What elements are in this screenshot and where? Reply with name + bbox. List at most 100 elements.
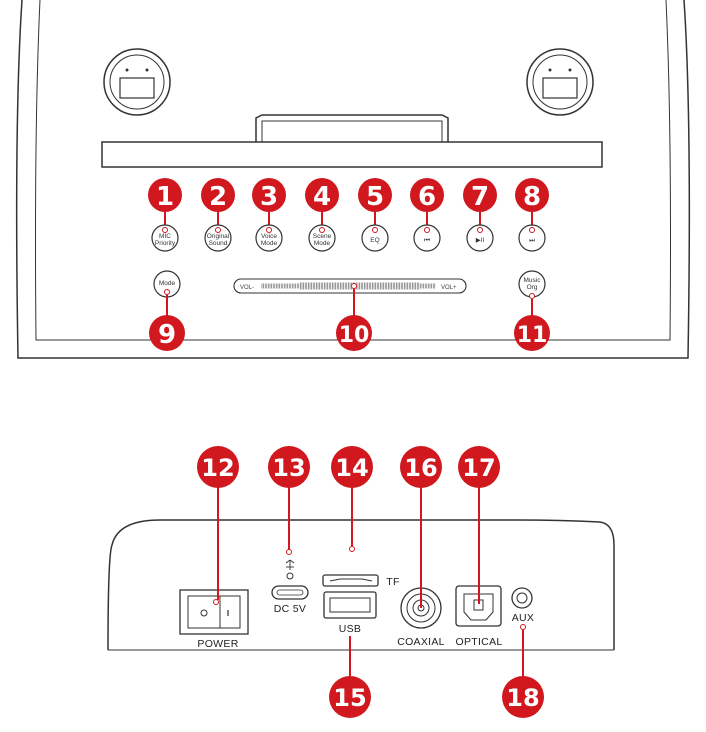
function-button-8[interactable]: 8⏭: [515, 178, 549, 252]
button-7-label-1: ▶II: [476, 237, 485, 244]
badge-1: [148, 178, 182, 212]
badge-8: [515, 178, 549, 212]
badge-13-number: 13: [272, 454, 305, 482]
badge-14: 14: [331, 446, 373, 552]
button-1-body[interactable]: [151, 224, 179, 252]
button-1-label-2: Priority: [155, 240, 176, 247]
button-8-indicator: [529, 227, 535, 233]
button-2-indicator: [215, 227, 221, 233]
badge-12-number: 12: [201, 454, 234, 482]
badge-6-number: 6: [418, 182, 436, 212]
button-2-label-2: Sound: [209, 240, 228, 247]
button-8-label-1: ⏭: [529, 237, 535, 244]
button-6-label-1: ⏮: [424, 237, 430, 244]
badge-8-number: 8: [523, 182, 541, 212]
button-5-body[interactable]: [361, 224, 389, 252]
badge-12: 12: [197, 446, 239, 605]
button-3-label-1: Voice: [261, 233, 277, 240]
badge-11: 11: [514, 299, 550, 351]
right-knob: [526, 48, 594, 116]
badge-16: 16: [400, 446, 442, 608]
button-7-body[interactable]: [466, 224, 494, 252]
function-button-5[interactable]: 5EQ: [358, 178, 392, 252]
badge-3-number: 3: [260, 182, 278, 212]
badge-7: [463, 178, 497, 212]
badge-2: [201, 178, 235, 212]
badge-18: 18: [502, 624, 544, 718]
button-4-body[interactable]: [308, 224, 336, 252]
button-1-indicator: [162, 227, 168, 233]
music-org-button[interactable]: Music Org: [518, 270, 546, 299]
button-3-body[interactable]: [255, 224, 283, 252]
badge-6: [410, 178, 444, 212]
volume-ticks: [261, 282, 436, 290]
music-button-line1: Music: [524, 277, 542, 284]
button-1-label-1: MIC: [159, 233, 171, 240]
button-5-indicator: [372, 227, 378, 233]
optical-label: OPTICAL: [455, 636, 502, 648]
button-5-label-1: EQ: [370, 237, 379, 244]
button-2-body[interactable]: [204, 224, 232, 252]
badge-14-number: 14: [335, 454, 368, 482]
tf-label: TF: [386, 576, 399, 588]
button-6-body[interactable]: [413, 224, 441, 252]
vol-minus-label: VOL-: [240, 285, 254, 291]
aux-label: AUX: [512, 612, 535, 624]
back-panel-outline: [107, 519, 615, 651]
badge-4-number: 4: [313, 182, 331, 212]
tf-slot[interactable]: [322, 574, 379, 587]
badge-9-number: 9: [158, 320, 176, 350]
volume-indicator: [351, 283, 357, 289]
usb-port[interactable]: [323, 591, 377, 619]
aux-port[interactable]: [511, 587, 533, 609]
badge-2-number: 2: [209, 182, 227, 212]
function-buttons: 1MICPriority2OriginalSound3VoiceMode4Sce…: [148, 178, 549, 252]
badge-10: 10: [336, 289, 372, 351]
button-4-label-2: Mode: [314, 240, 331, 247]
button-4-indicator: [319, 227, 325, 233]
badge-7-number: 7: [471, 182, 489, 212]
dc-label: DC 5V: [274, 603, 306, 615]
power-switch[interactable]: [179, 589, 249, 635]
power-label: POWER: [197, 638, 238, 650]
coaxial-label: COAXIAL: [397, 636, 445, 648]
top-panel-outline: [15, 0, 691, 359]
mode-button[interactable]: Mode: [153, 270, 181, 298]
badge-9: 9: [149, 295, 185, 351]
badge-15: 15: [329, 636, 371, 718]
badge-11-number: 11: [517, 323, 548, 348]
button-3-label-2: Mode: [261, 240, 278, 247]
badge-10-number: 10: [339, 323, 370, 348]
badge-4: [305, 178, 339, 212]
badge-17: 17: [458, 446, 500, 604]
volume-slider[interactable]: [233, 278, 467, 294]
button-2-label-1: Original: [207, 233, 230, 240]
top-panel: [15, 0, 691, 359]
badge-16-number: 16: [404, 454, 437, 482]
badge-5-number: 5: [366, 182, 384, 212]
badge-3: [252, 178, 286, 212]
badge-18-number: 18: [506, 684, 539, 712]
badge-13: 13: [268, 446, 310, 555]
left-knob: [103, 48, 171, 116]
function-button-7[interactable]: 7 ▶II: [463, 178, 497, 252]
badge-5: [358, 178, 392, 212]
usb-label: USB: [339, 623, 362, 635]
carry-handle: [101, 114, 603, 168]
button-4-label-1: Scene: [313, 233, 332, 240]
dc-port[interactable]: [271, 572, 309, 600]
button-7-indicator: [477, 227, 483, 233]
music-button-line2: Org: [527, 284, 538, 291]
button-3-indicator: [266, 227, 272, 233]
back-panel: [107, 519, 615, 651]
vol-plus-label: VOL+: [441, 285, 457, 291]
badge-15-number: 15: [333, 684, 366, 712]
function-button-6[interactable]: 6⏮: [410, 178, 444, 252]
mode-button-label: Mode: [159, 280, 176, 287]
button-8-body[interactable]: [518, 224, 546, 252]
